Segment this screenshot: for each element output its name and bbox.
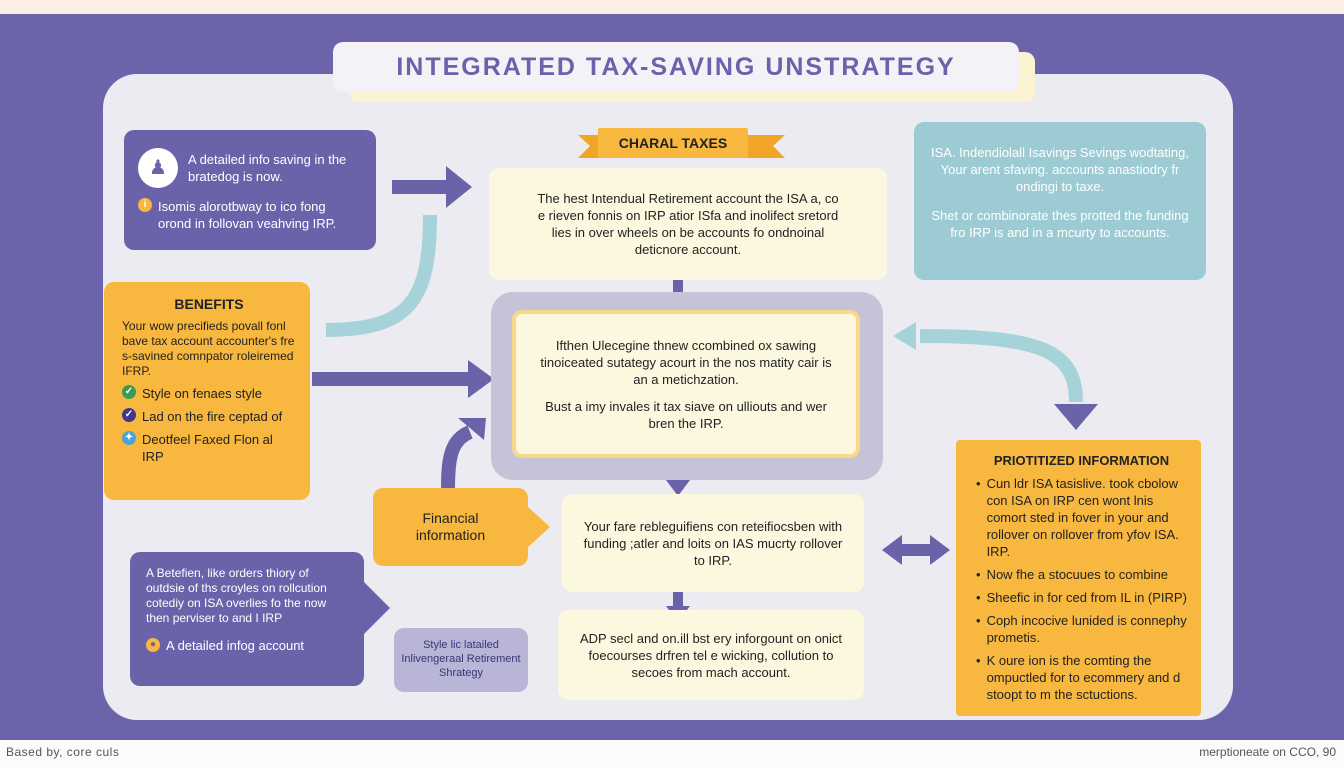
- benefits-body: Your wow precifieds povall fonl bave tax…: [122, 319, 295, 378]
- benefits-box: BENEFITS Your wow precifieds povall fonl…: [104, 282, 310, 500]
- center-label: CHARAL TAXES: [598, 128, 748, 158]
- style-box: Style lic latailed Inlivengeraal Retirem…: [394, 628, 528, 692]
- top-strip: [0, 0, 1344, 14]
- financial-text: Financial information: [415, 510, 486, 543]
- bottom-left-text: A Betefien, like orders thiory of outdsi…: [146, 566, 327, 625]
- star-icon: ●: [146, 638, 160, 652]
- title-banner: INTEGRATED TAX-SAVING UNSTRATEGY: [333, 42, 1019, 92]
- prioritized-item-4: Coph incocive lunided is connephy promet…: [986, 613, 1187, 645]
- center-text-1: Ifthen Ulecegine thnew ccombined ox sawi…: [540, 337, 832, 387]
- prioritized-item-5: K oure ion is the comting the ompuctled …: [986, 653, 1181, 702]
- style-box-text: Style lic latailed Inlivengeraal Retirem…: [401, 639, 521, 679]
- benefit-item-1: Style on fenaes style: [142, 386, 262, 401]
- bottom-bar: [0, 740, 1344, 768]
- center-box: Ifthen Ulecegine thnew ccombined ox sawi…: [512, 310, 860, 458]
- top-center-text: The hest Intendual Retirement account th…: [537, 191, 839, 257]
- prioritized-item-2: Now fhe a stocuues to combine: [986, 567, 1168, 582]
- bottom-center-box-2: ADP secl and on.ill bst ery inforgount o…: [558, 610, 864, 700]
- footer-right: merptioneate on CCO, 90: [1199, 745, 1336, 759]
- bottom-center-box: Your fare rebleguifiens con reteifiocsbe…: [562, 494, 864, 592]
- benefit-item-2: Lad on the fire ceptad of: [142, 409, 283, 424]
- check-icon: ✓: [122, 385, 136, 399]
- people-icon: ♟: [138, 148, 178, 188]
- top-right-text-2: Shet or combinorate thes protted the fun…: [931, 208, 1189, 240]
- benefits-heading: BENEFITS: [174, 296, 244, 312]
- prioritized-item: •K oure ion is the comting the ompuctled…: [976, 652, 1187, 703]
- bottom-center-text-2: ADP secl and on.ill bst ery inforgount o…: [579, 630, 843, 680]
- financial-box: Financial information: [373, 488, 528, 566]
- bottom-left-item: A detailed infog account: [166, 638, 305, 653]
- benefit-item-3: Deotfeel Faxed Flon al IRP: [142, 432, 273, 464]
- check-icon: ✓: [122, 408, 136, 422]
- prioritized-item-3: Sheefic in for ced from IL in (PIRP): [986, 590, 1187, 605]
- top-right-box: ISA. Indendiolall Isavings Sevings wodta…: [914, 122, 1206, 280]
- center-text-2: Bust a imy invales it tax siave on ullio…: [545, 398, 827, 431]
- prioritized-item-1: Cun ldr ISA tasislive. took cbolow con I…: [986, 476, 1179, 559]
- footer-left: Based by, core culs: [6, 745, 120, 759]
- bottom-center-text: Your fare rebleguifiens con reteifiocsbe…: [583, 518, 843, 568]
- prioritized-item: •Now fhe a stocuues to combine: [976, 567, 1168, 582]
- prioritized-item: •Cun ldr ISA tasislive. took cbolow con …: [976, 475, 1187, 560]
- prioritized-heading: PRIOTITIZED INFORMATION: [993, 453, 1170, 468]
- top-right-text-1: ISA. Indendiolall Isavings Sevings wodta…: [931, 145, 1189, 194]
- top-left-box: ♟ A detailed info saving in the bratedog…: [124, 130, 376, 250]
- bottom-left-box: A Betefien, like orders thiory of outdsi…: [130, 552, 364, 686]
- info-icon: i: [138, 198, 152, 212]
- center-label-text: CHARAL TAXES: [618, 134, 728, 151]
- top-left-text-1: A detailed info saving in the bratedog i…: [188, 152, 347, 184]
- prioritized-item: •Coph incocive lunided is connephy prome…: [976, 613, 1187, 645]
- top-left-text-2: Isomis alorotbway to ico fong orond in f…: [158, 199, 337, 231]
- prioritized-box: PRIOTITIZED INFORMATION •Cun ldr ISA tas…: [956, 440, 1201, 716]
- top-center-box: The hest Intendual Retirement account th…: [489, 168, 887, 280]
- page-title: INTEGRATED TAX-SAVING UNSTRATEGY: [396, 52, 956, 81]
- bird-icon: ✦: [122, 431, 136, 445]
- prioritized-item: •Sheefic in for ced from IL in (PIRP): [976, 590, 1187, 605]
